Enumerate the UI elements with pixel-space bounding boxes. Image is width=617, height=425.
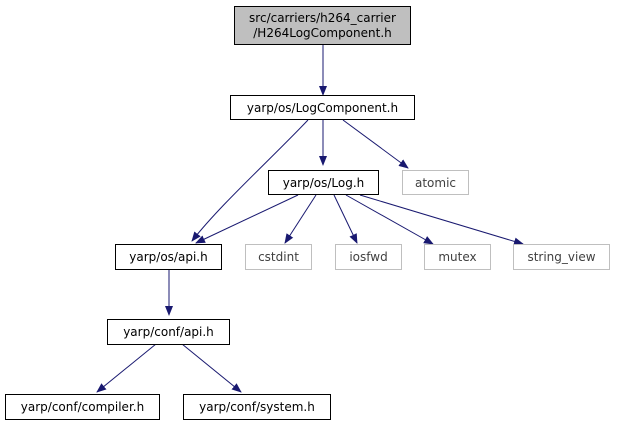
node-label: iosfwd (349, 250, 387, 264)
node-iosfwd: iosfwd (335, 244, 402, 270)
node-box (268, 170, 379, 195)
node-log-component[interactable]: yarp/os/LogComponent.h (230, 95, 415, 120)
node-label: yarp/os/Log.h (283, 176, 365, 190)
node-label: mutex (438, 250, 476, 264)
node-log[interactable]: yarp/os/Log.h (268, 170, 379, 195)
node-label: atomic (415, 176, 456, 190)
node-box (402, 170, 469, 195)
node-label: yarp/conf/api.h (123, 325, 214, 339)
node-label: string_view (527, 250, 595, 264)
edges (96, 45, 524, 393)
node-box (513, 244, 610, 270)
edge-log-to-iosfwd (333, 194, 358, 244)
node-box (335, 244, 402, 270)
node-label: yarp/conf/system.h (199, 400, 315, 414)
node-mutex: mutex (424, 244, 491, 270)
edge-logcomponent-to-os-api (191, 119, 309, 242)
node-os-api[interactable]: yarp/os/api.h (115, 244, 222, 270)
edge-log-to-os-api (195, 194, 299, 244)
edge-conf-api-to-compiler (96, 343, 157, 393)
edge-log-to-string-view (359, 194, 524, 246)
edge-conf-api-to-system (181, 343, 242, 393)
node-label-line1: src/carriers/h264_carrier (249, 11, 396, 25)
edge-log-to-mutex (345, 194, 434, 245)
node-box (424, 244, 491, 270)
node-box (5, 394, 160, 420)
node-atomic: atomic (402, 170, 469, 195)
node-box (234, 6, 411, 45)
node-box (245, 244, 312, 270)
node-box (230, 95, 415, 120)
node-h264logcomponent[interactable]: src/carriers/h264_carrier /H264LogCompon… (234, 6, 411, 45)
node-string-view: string_view (513, 244, 610, 270)
node-conf-api[interactable]: yarp/conf/api.h (107, 319, 230, 345)
node-label: yarp/os/LogComponent.h (247, 101, 398, 115)
node-box (107, 319, 230, 345)
node-label: cstdint (258, 250, 299, 264)
node-label-line2: /H264LogComponent.h (253, 26, 392, 40)
edge-log-to-cstdint (284, 194, 317, 244)
node-label: yarp/os/api.h (129, 250, 207, 264)
node-box (183, 394, 331, 420)
edge-logcomponent-to-atomic (342, 119, 409, 169)
node-box (115, 244, 222, 270)
node-cstdint: cstdint (245, 244, 312, 270)
node-label: yarp/conf/compiler.h (21, 400, 144, 414)
node-conf-system[interactable]: yarp/conf/system.h (183, 394, 331, 420)
node-conf-compiler[interactable]: yarp/conf/compiler.h (5, 394, 160, 420)
